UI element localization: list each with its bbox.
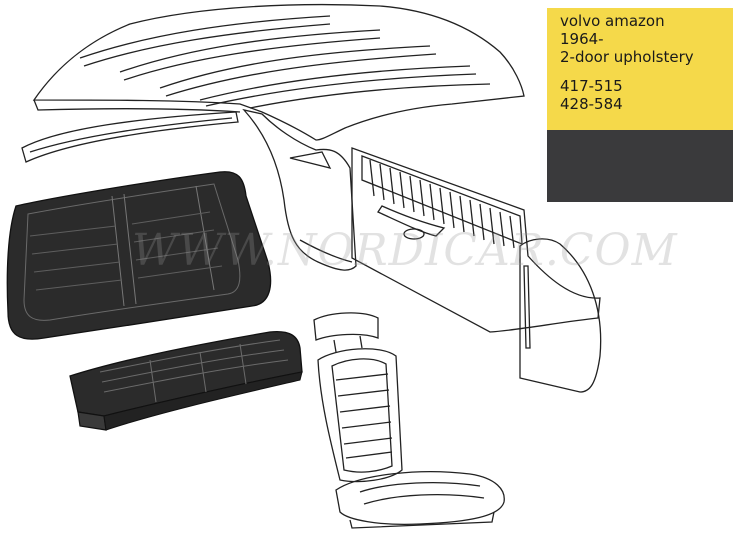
model-year: 1964- [560, 30, 604, 48]
info-dark-panel [547, 130, 733, 202]
rear-side-panel [242, 108, 357, 271]
watermark: WWW.NORDICAR.COM [132, 225, 678, 276]
info-box: volvo amazon 1964- 2-door upholstery 417… [547, 8, 733, 202]
info-title-panel [547, 8, 733, 130]
kick-panel [519, 238, 602, 393]
sun-visor [21, 111, 239, 163]
rear-seat-backrest [6, 171, 272, 340]
model-name: volvo amazon [560, 12, 665, 30]
part-code-2: 428-584 [560, 95, 623, 113]
rear-seat-cushion [69, 330, 303, 431]
front-seat [313, 312, 505, 529]
part-code-1: 417-515 [560, 77, 623, 95]
headliner [32, 3, 525, 141]
product-description: 2-door upholstery [560, 48, 694, 66]
